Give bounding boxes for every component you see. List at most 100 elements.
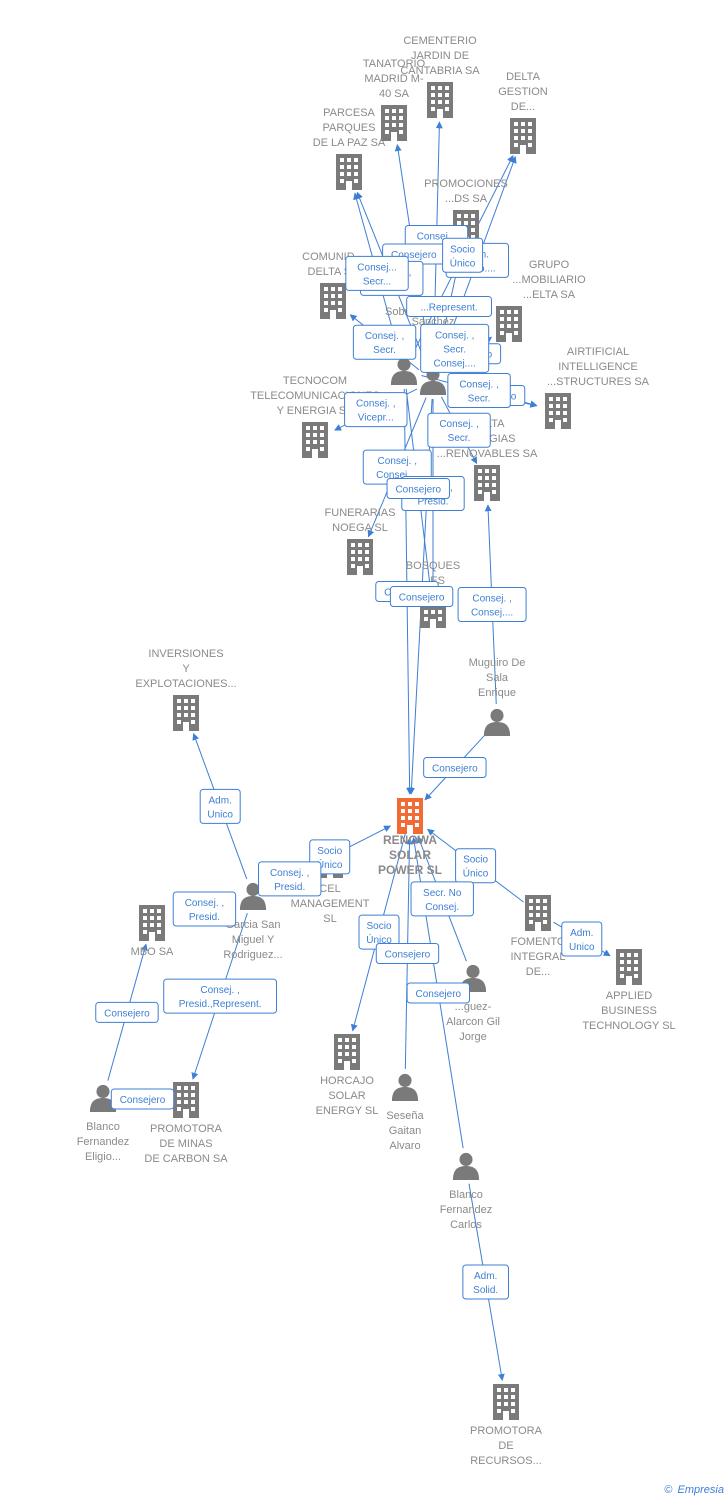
edge-label[interactable]: ...Represent. [406,295,492,317]
edge-label[interactable]: Consej. ,Presid.,Represent. [163,978,278,1014]
edge-label[interactable]: Adm.Solid. [462,1264,509,1300]
edge-label[interactable]: Consej...Secr... [345,255,409,291]
edge-label[interactable]: Consej. ,Vicepr... [344,392,408,428]
edge-label[interactable]: Consej. ,Secr. [352,324,417,360]
node-label: Alarcon Gil [446,1016,500,1028]
edge-label[interactable]: Consej. ,Consej.... [457,586,527,622]
company-icon [334,1034,360,1070]
edge-label-text: Consejero [120,1095,166,1106]
edge-label-text: Consejero [416,989,462,1000]
node-grupo[interactable]: GRUPO...MOBILIARIO...ELTA SA [496,259,586,342]
edge-label-text: Consej.... [434,358,476,369]
edge-label[interactable]: Consejero [423,757,487,779]
person-icon [390,357,418,385]
node-label: DE LA PAZ SA [313,137,386,149]
node-label: Y ENERGIA SA [277,405,354,417]
edge-label-text: Consejero [399,593,445,604]
edge-label-text: Consej. , [185,898,224,909]
node-label: RECURSOS... [470,1455,542,1467]
edge-label-text: Consejero [432,764,478,775]
edge-label-text: Socio [367,921,392,932]
node-delta_gestion[interactable]: DELTAGESTIONDE... [498,71,548,154]
node-label: EXPLOTACIONES... [135,678,236,690]
node-mbo[interactable]: MBO SA [131,905,174,958]
edge-label-box [406,982,471,1004]
edge-label-text: Consej. , [472,593,511,604]
node-label: PROMOTORA [470,1425,543,1437]
edge-label[interactable]: Consejero [375,942,440,964]
edge-label-box [352,324,417,360]
edge-label[interactable]: Consejero [406,982,471,1004]
node-label: HORCAJO [320,1075,374,1087]
edge-label-box [410,881,474,917]
company-icon [616,949,642,985]
node-promociones[interactable]: PROMOCIONES...DS SA [424,178,508,246]
edge-label-text: Consejero [385,949,431,960]
node-label: MANAGEMENT [291,898,370,910]
edge-label[interactable]: Consejero [110,1088,175,1110]
edge-label-box [163,978,278,1014]
company-icon [320,283,346,319]
node-label: Seseña [386,1110,424,1122]
person-icon [452,1152,480,1180]
node-inversiones[interactable]: INVERSIONESYEXPLOTACIONES... [135,648,237,731]
edge-label[interactable]: Consej. ,Secr. [427,412,491,448]
node-label: ...MOBILIARIO [512,274,586,286]
edge-label-text: Adm. [474,1271,497,1282]
edge-label-box [389,586,454,608]
edge-label[interactable]: Adm.Unico [561,921,603,957]
edge-label[interactable]: Consej. ,Secr. [447,372,511,408]
edge-label-text: Presid. [417,497,448,508]
node-label: ...RENOVABLES SA [437,448,538,460]
node-label: FUNERARIAS [325,507,396,519]
edge-label[interactable]: Consejero [389,586,454,608]
node-label: MADRID M- [364,73,424,85]
node-label: RENOWA [383,833,437,847]
node-label: ENERGY SL [316,1105,379,1117]
edge-label[interactable]: Adm.Unico [199,788,241,824]
node-label: PARQUES [323,122,376,134]
node-fomento[interactable]: FOMENTOINTEGRALDE... [510,895,566,978]
edge-label[interactable]: Consej. ,Presid. [172,891,237,927]
node-promotora_recursos[interactable]: PROMOTORADERECURSOS... [470,1384,543,1467]
edge-label-text: Consejero [395,485,441,496]
edge-label[interactable]: Consejero [386,478,450,500]
edge-label-text: Secr. [448,433,471,444]
company-icon [336,154,362,190]
node-blanco_eligio[interactable]: BlancoFernandezEligio... [77,1084,130,1163]
node-label: Jorge [459,1031,487,1043]
node-label: DE CARBON SA [144,1153,228,1165]
company-icon [381,105,407,141]
node-label: INTEGRAL [510,951,565,963]
edge-label-text: Vicepr... [358,413,394,424]
edge-label-text: Consej. , [365,331,404,342]
edge-label[interactable]: Consej. ,Secr.Consej.... [420,323,490,373]
node-label: Carlos [450,1219,482,1231]
edge-label[interactable]: Consej. ,Consej.... [362,449,432,485]
footer-brand[interactable]: © Empresia [664,1484,724,1496]
edge-label[interactable]: Consej. ,Presid. [257,861,322,897]
edge-label[interactable]: Consejero [95,1001,159,1023]
node-label: GESTION [498,86,548,98]
edge-label-box [386,478,450,500]
